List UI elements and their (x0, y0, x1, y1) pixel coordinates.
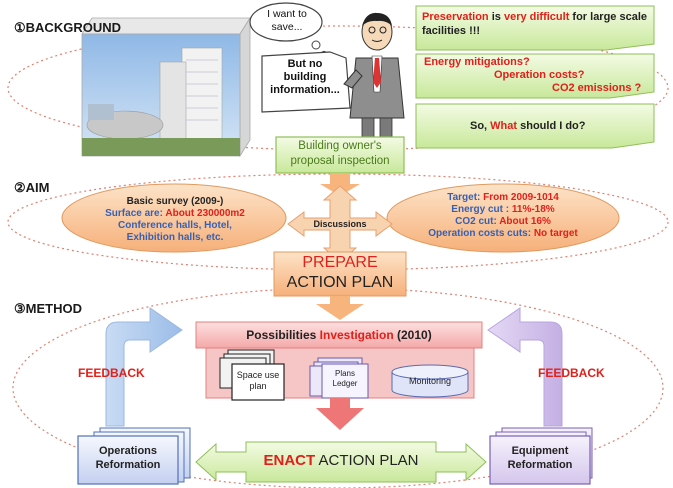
co2-label: CO2 cut: (455, 216, 500, 227)
section-title-method: ③METHOD (14, 301, 82, 316)
proposal-box (275, 136, 405, 174)
note-operation-text: Operation costs? (494, 69, 585, 81)
section-title-background: ①BACKGROUND (14, 20, 121, 35)
surface-line: Surface are: About 230000m2 (80, 208, 270, 220)
discussions-label: Discussions (313, 219, 367, 229)
proposal-text: Building owner's proposal inspection (290, 140, 390, 167)
feedback-left-label: FEEDBACK (78, 366, 145, 380)
opcost-value: No target (533, 228, 578, 239)
discussions-arrow (287, 185, 393, 263)
equipment-label: Equipment Reformation (507, 445, 573, 471)
feedback-arrow-right (487, 307, 563, 427)
aim-left-oval (61, 183, 287, 253)
background-ellipse (7, 25, 669, 151)
should-word: should I do? (517, 120, 586, 132)
enact-arrow (195, 441, 487, 483)
enact-label: ENACT ACTION PLAN (246, 452, 436, 469)
what-word: What (490, 120, 518, 132)
aim-right-oval (386, 183, 620, 253)
surface-label: Surface are: (105, 208, 166, 219)
prepare-box (273, 251, 407, 297)
co2-line: CO2 cut: About 16% (412, 216, 594, 228)
opcost-label: Operation costs cuts: (428, 228, 534, 239)
aim-left-text: Basic survey (2009-) Surface are: About … (80, 196, 270, 244)
surface-value: About 230000m2 (165, 208, 245, 219)
action-plan-word: ACTION PLAN (315, 452, 419, 469)
speech-sign-text: But no building information... (270, 58, 340, 96)
note-energy-text: Energy mitigations? (424, 56, 530, 68)
halls-line-1: Conference halls, Hotel, (118, 220, 232, 231)
preservation-word: Preservation (422, 11, 489, 23)
plans-ledger-label: Plans Ledger (332, 369, 358, 388)
target-line: Target: From 2009-1014 (412, 192, 594, 204)
energy-line: Energy cut : 11%-18% (412, 204, 594, 216)
survey-title: Basic survey (2009-) (126, 196, 224, 207)
so-word: So, (470, 120, 491, 132)
monitoring-label: Monitoring (408, 376, 452, 386)
arrow-proposal-down (320, 173, 360, 196)
note-what (415, 103, 655, 149)
space-use-plan-doc (219, 349, 285, 401)
monitoring-db (391, 364, 469, 398)
note-what-text: So, What should I do? (470, 120, 586, 132)
co2-value: About 16% (499, 216, 551, 227)
investigation-part-c: (2010) (393, 328, 432, 342)
target-label: Target: (447, 192, 484, 203)
note-preservation-text: Preservation is very difficult for large… (422, 10, 650, 38)
arrow-investigation-down (316, 398, 364, 430)
prepare-line-1: PREPARE (302, 254, 378, 271)
investigation-box (195, 321, 483, 349)
is-word: is (488, 11, 504, 23)
space-use-plan-label: Space use plan (236, 370, 280, 391)
operations-label: Operations Reformation (95, 445, 161, 471)
equipment-box (489, 427, 593, 485)
aim-right-text: Target: From 2009-1014 Energy cut : 11%-… (412, 192, 594, 240)
thought-bubble-text: I want to save... (267, 8, 307, 33)
note-preservation (415, 5, 655, 51)
halls-line-2: Exhibition halls, etc. (126, 232, 224, 243)
operations-box (77, 427, 191, 485)
prepare-line-2: ACTION PLAN (286, 274, 394, 291)
opcost-line: Operation costs cuts: No target (412, 228, 594, 240)
energy-value: 11%-18% (511, 204, 555, 215)
building-photo (81, 16, 251, 158)
target-value: From 2009-1014 (483, 192, 559, 203)
method-ellipse (12, 287, 664, 488)
investigation-part-a: Possibilities (246, 328, 320, 342)
energy-label: Energy cut : (451, 204, 512, 215)
very-difficult-word: very difficult (503, 11, 570, 23)
investigation-title: Possibilities Investigation (2010) (196, 328, 482, 342)
aim-ellipse (7, 173, 669, 271)
enact-word: ENACT (263, 452, 316, 469)
feedback-right-label: FEEDBACK (538, 366, 605, 380)
note-co2-text: CO2 emissions ? (552, 82, 642, 94)
preservation-rest: for large scale facilities !!! (422, 11, 648, 37)
note-questions (415, 53, 655, 99)
feedback-arrow-left (105, 307, 183, 427)
section-title-aim: ②AIM (14, 180, 50, 195)
investigation-part-b: Investigation (319, 328, 394, 342)
arrow-prepare-down (316, 296, 364, 320)
person-figure (343, 12, 405, 156)
